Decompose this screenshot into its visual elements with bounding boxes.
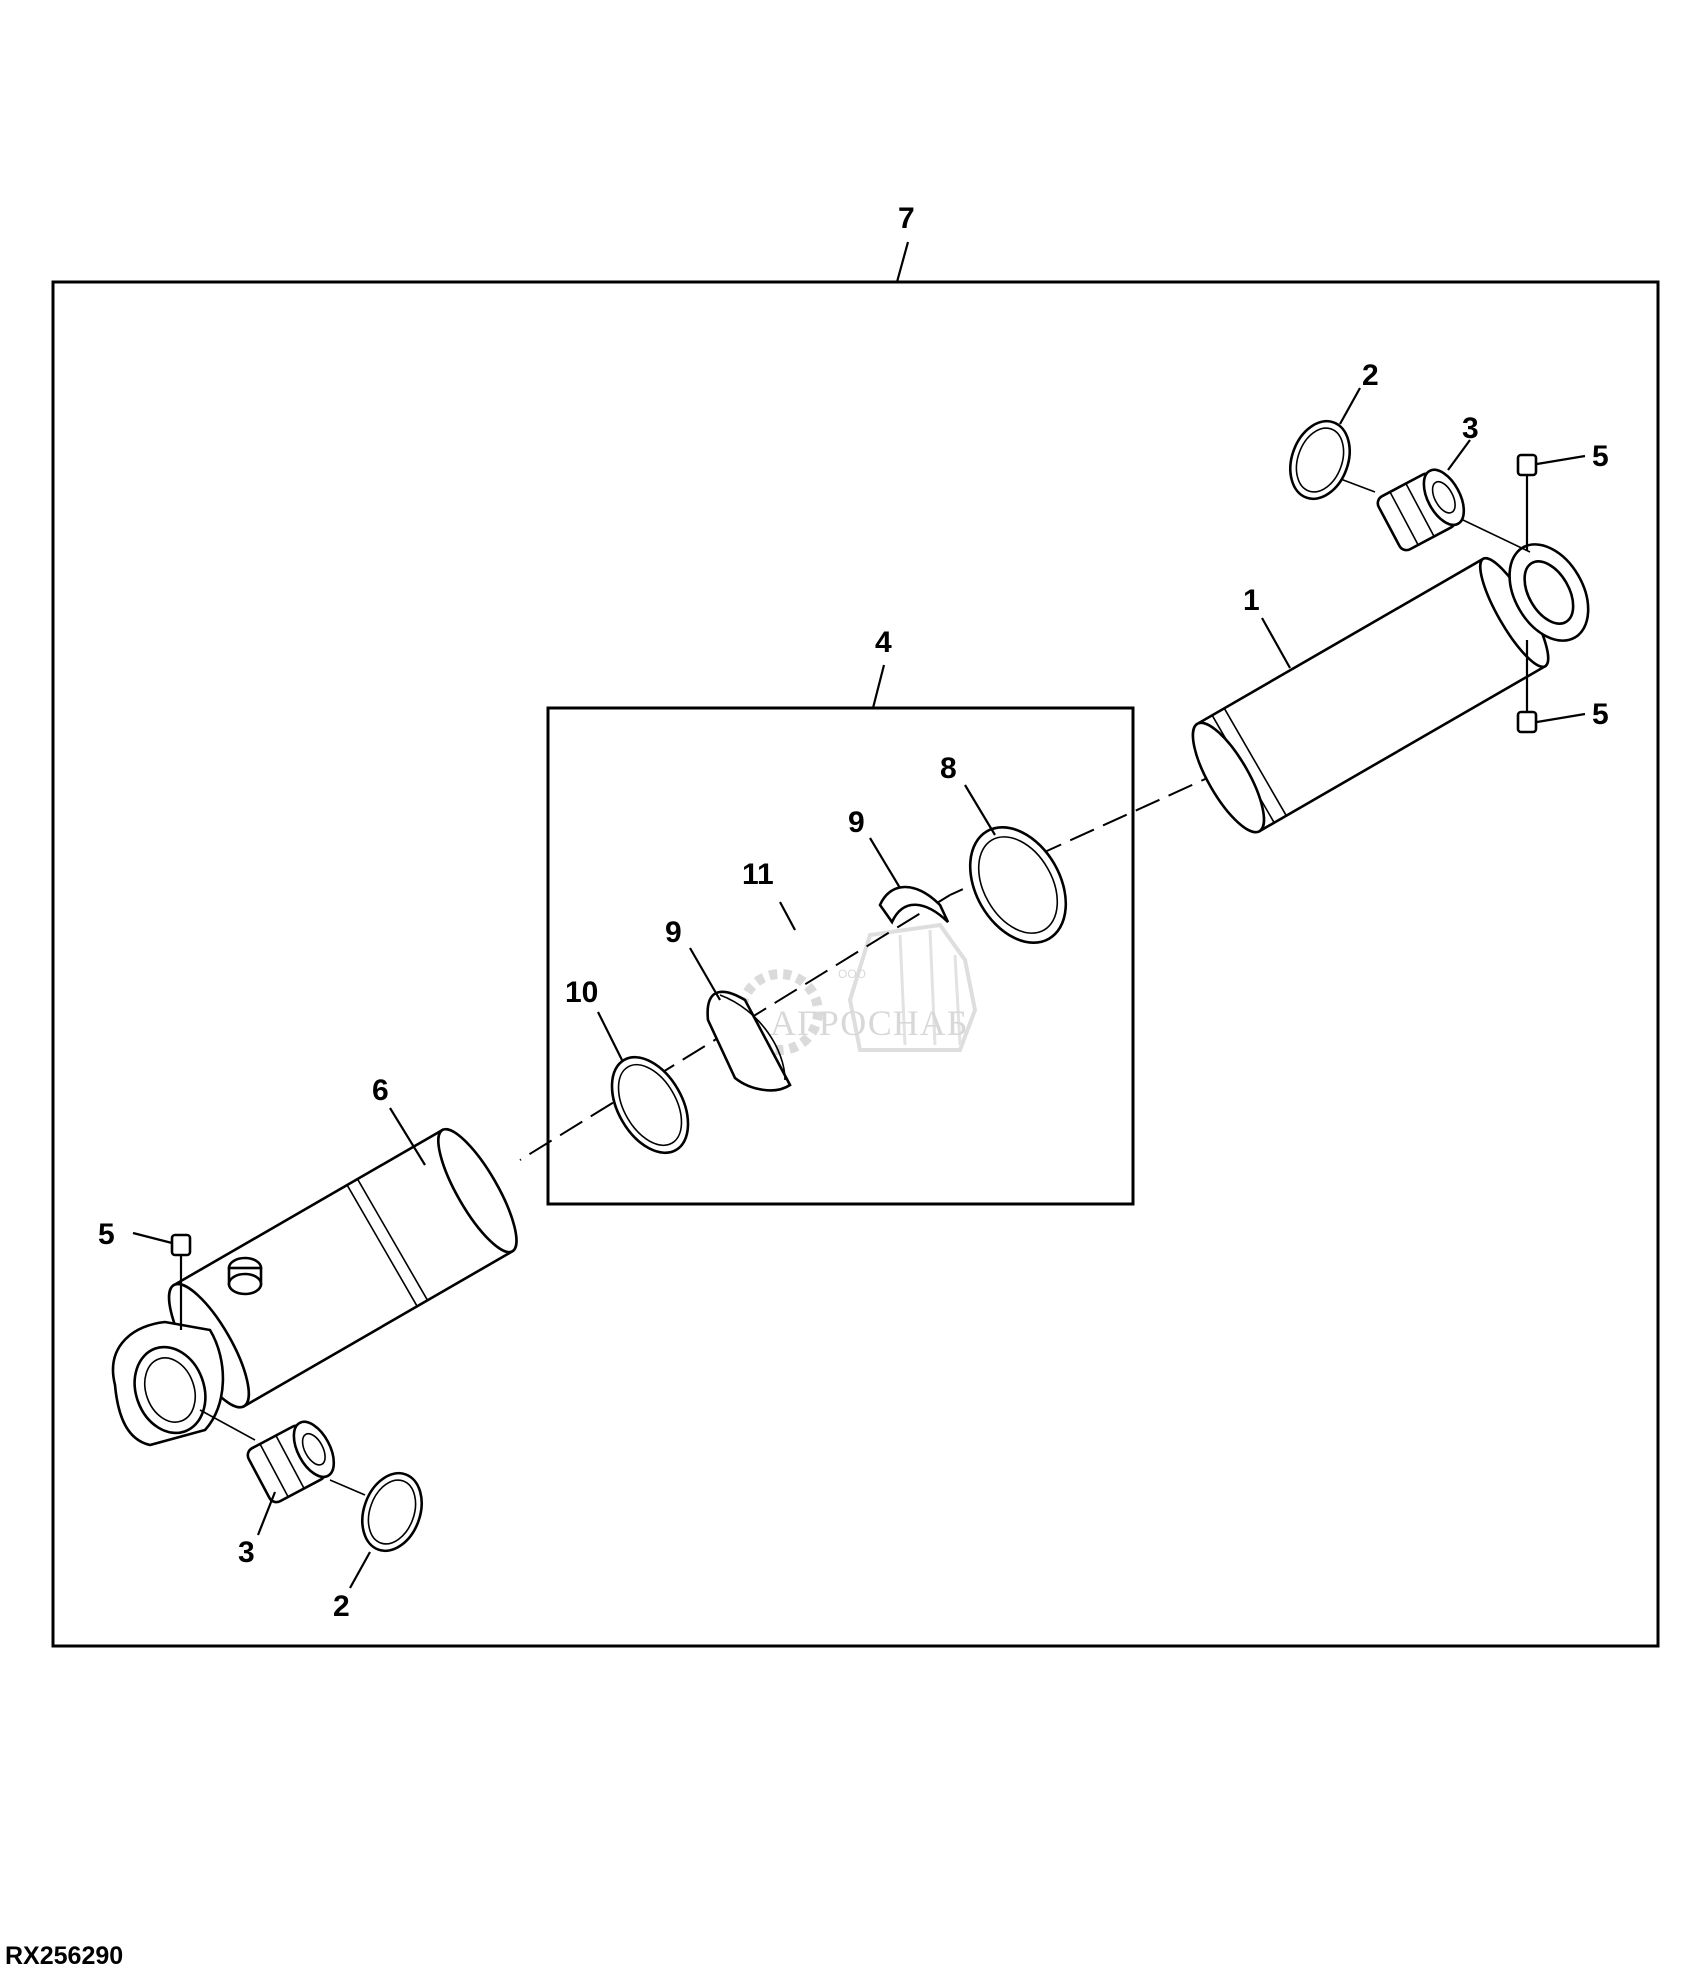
leader-3-top: [1447, 439, 1471, 471]
callout-3-bottom: 3: [238, 1536, 255, 1569]
part-5-fitting-mid: [1516, 640, 1586, 734]
callout-8: 8: [940, 752, 957, 785]
callout-5-left: 5: [98, 1218, 115, 1251]
part-8-piston-seal: [968, 826, 1068, 944]
leader-2-bottom: [349, 1551, 371, 1589]
part-1-barrel: [1191, 543, 1590, 834]
leader-7: [895, 241, 910, 283]
part-10-rod-seal: [610, 1055, 690, 1155]
callout-4: 4: [875, 626, 892, 659]
watermark: ООО АГРОСНАБ: [737, 922, 978, 1055]
callout-2-bottom: 2: [333, 1590, 350, 1623]
part-2-ring-top-inner: [1295, 427, 1345, 493]
part-5-fitting-left: [132, 1231, 192, 1330]
part-9-wear-ring-bottom-edge: [719, 994, 786, 1081]
callout-5-top: 5: [1592, 440, 1609, 473]
part-9-wear-ring-bottom: [706, 990, 792, 1092]
callout-2-top: 2: [1362, 359, 1379, 392]
axis-eye-bottom: [199, 1409, 256, 1441]
callout-10: 10: [565, 976, 598, 1009]
leader-10: [597, 1011, 623, 1061]
leader-9-top: [869, 837, 901, 889]
leader-11: [779, 901, 796, 931]
part-3-bushing-top: [1376, 468, 1466, 552]
assembly-frame: [51, 280, 1660, 1648]
part-3-bushing-bottom: [246, 1420, 336, 1504]
watermark-brand: АГРОСНАБ: [770, 1003, 968, 1043]
axis-center: [949, 769, 1226, 896]
callout-9-top: 9: [848, 806, 865, 839]
figure-id: RX256290: [5, 1942, 123, 1970]
seal-kit-frame: [546, 706, 1135, 1206]
watermark-small: ООО: [838, 967, 866, 981]
callout-5-mid: 5: [1592, 698, 1609, 731]
leader-8: [964, 784, 996, 836]
axis-eye-top-2: [1462, 519, 1531, 553]
callout-3-top: 3: [1462, 412, 1479, 445]
leader-4: [871, 664, 886, 709]
part-9-wear-ring-top: [878, 885, 950, 925]
axis-eye-bottom-2: [329, 1479, 366, 1496]
callout-9-bottom: 9: [665, 916, 682, 949]
leader-3-bottom: [256, 1491, 277, 1536]
leader-1: [1261, 617, 1291, 669]
callout-1: 1: [1243, 584, 1260, 617]
leader-2-top: [1339, 387, 1361, 425]
callout-6: 6: [372, 1074, 389, 1107]
leader-6: [389, 1107, 426, 1166]
part-6-eye: [111, 1320, 225, 1447]
part-6-port: [227, 1256, 263, 1296]
callout-7: 7: [898, 202, 915, 235]
callout-11: 11: [742, 858, 774, 891]
part-2-ring-top: [1289, 419, 1351, 501]
part-2-ring-bottom-inner: [367, 1479, 417, 1545]
part-5-fitting-top: [1516, 453, 1586, 550]
leader-9-bottom: [689, 947, 721, 1001]
part-2-ring-bottom: [361, 1471, 423, 1553]
